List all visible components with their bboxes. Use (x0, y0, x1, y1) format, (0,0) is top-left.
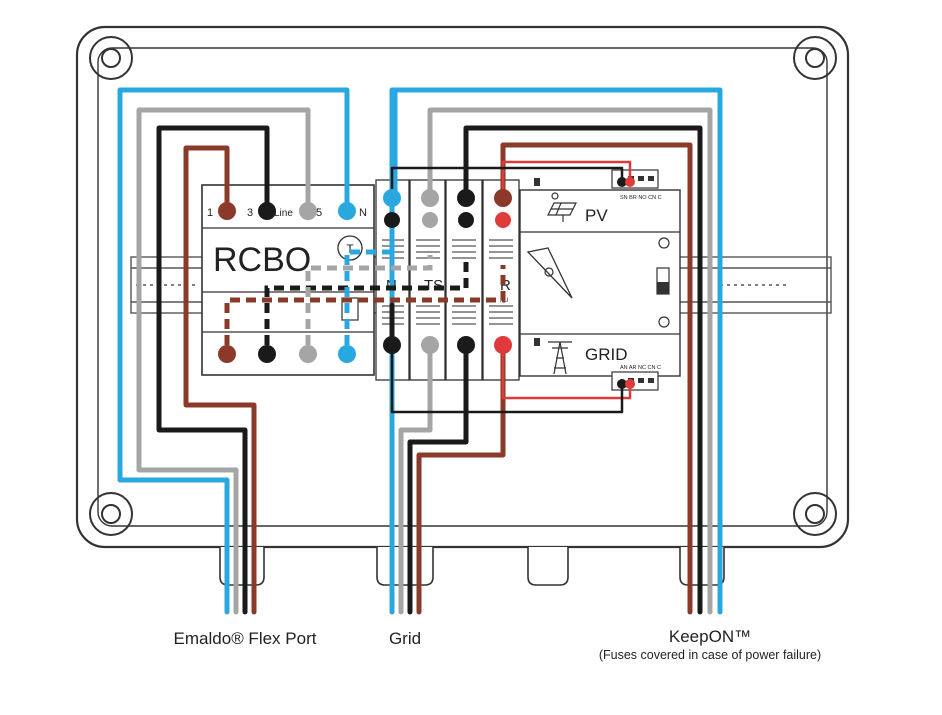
breaker-bottom-terminals (383, 336, 512, 354)
rotary-knob[interactable] (526, 247, 573, 299)
pylon-icon (534, 338, 572, 375)
breaker-top-terminals (383, 189, 512, 228)
rcbo-title: RCBO (213, 241, 311, 279)
keepon-note: (Fuses covered in case of power failure) (598, 648, 822, 662)
signal-wires (390, 160, 632, 414)
rcbo-top-terminals (218, 202, 356, 220)
rcbo-test-symbol: T (346, 242, 354, 256)
changeover-switch: PV GRID SN BR NO CN C AN AR NC CN C (519, 169, 681, 391)
solar-panel-icon (534, 178, 577, 222)
rcbo-terminal-1: 1 (207, 207, 213, 219)
rcbo-bottom-terminals (218, 345, 356, 363)
enclosure (75, 25, 850, 549)
cable-glands (219, 547, 725, 586)
pv-contacts: SN BR NO CN C (620, 195, 662, 201)
grid-caption: Grid (388, 629, 422, 648)
internal-dashed-wires (224, 225, 506, 345)
grid-contacts: AN AR NC CN C (620, 365, 661, 371)
breaker-mark-r: R (500, 277, 511, 294)
keepon-label: KeepON™ (668, 627, 752, 646)
rcbo-terminal-3: 3 (247, 207, 253, 219)
grid-label: GRID (585, 345, 628, 364)
flex-port-label: Emaldo® Flex Port (173, 629, 317, 648)
wires-flex-port (117, 87, 350, 615)
rcbo-terminal-5: 5 (316, 207, 322, 219)
rcbo-terminal-n: N (359, 207, 367, 219)
mounting-holes (89, 36, 837, 536)
contact-terminals (617, 177, 635, 389)
rcbo-terminal-line: Line (274, 208, 293, 219)
pv-label: PV (585, 206, 608, 225)
